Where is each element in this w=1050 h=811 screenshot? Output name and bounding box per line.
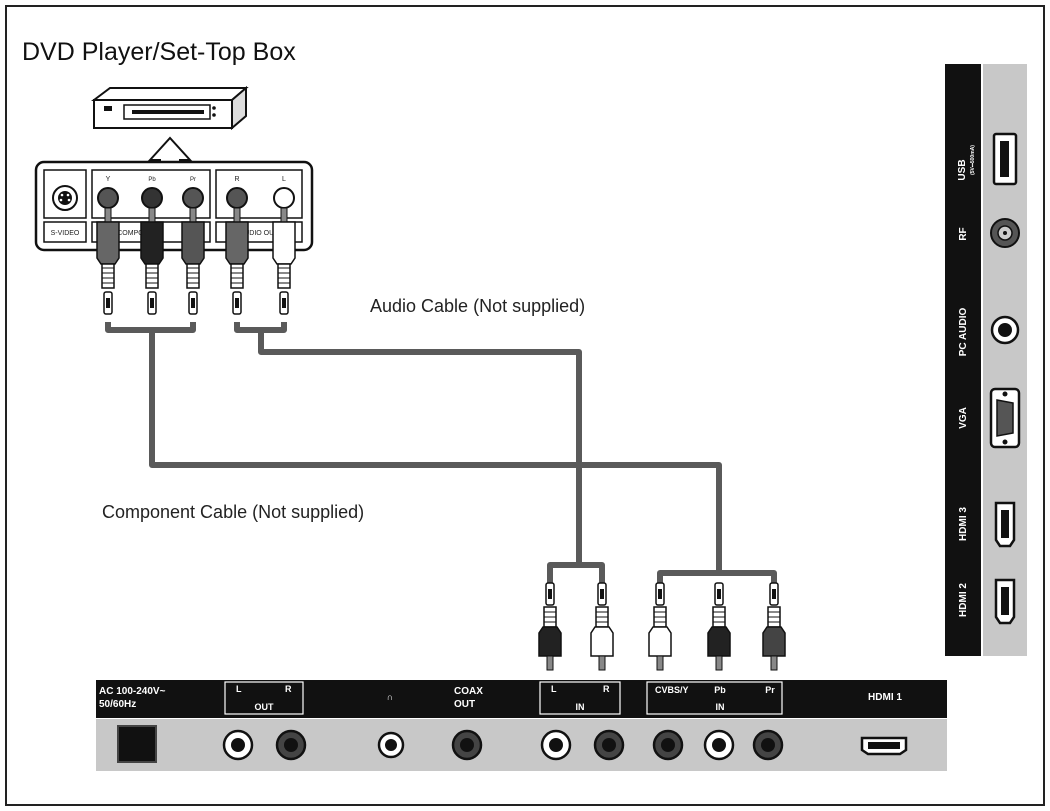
out-l-label: L (236, 684, 242, 694)
bottom-panel: AC 100-240V~ 50/60Hz L R OUT ∩ COAX OUT … (96, 680, 947, 771)
source-plugs (96, 207, 296, 315)
audio-in-l-jack-icon (540, 729, 572, 761)
pb-label: Pb (714, 685, 726, 695)
component-cable-caption: Component Cable (Not supplied) (102, 502, 365, 522)
dest-plug-pb-icon (707, 582, 731, 671)
vga-port-icon (989, 387, 1021, 449)
source-plug-y-icon (96, 207, 120, 315)
jack-label-r: R (234, 176, 239, 183)
audio-out-l-jack-icon (222, 729, 254, 761)
coax-label-1: COAX (454, 686, 483, 697)
vga-label: VGA (958, 407, 969, 429)
hdmi2-port-icon (994, 578, 1016, 625)
page-title: DVD Player/Set-Top Box (22, 38, 296, 66)
cvbs-label: CVBS/Y (655, 685, 689, 695)
jack-pb-icon (141, 187, 163, 209)
source-plug-pr-icon (181, 207, 205, 315)
coax-out-jack-icon (451, 729, 483, 761)
jack-label-pb: Pb (148, 177, 156, 183)
audio-cable-bottom-bridge (547, 562, 605, 585)
audio-cable-caption: Audio Cable (Not supplied) (370, 296, 586, 316)
component-cable (149, 330, 722, 572)
svideo-label: S-VIDEO (51, 230, 80, 237)
audio-cable (258, 330, 582, 565)
svideo-jack-icon (52, 185, 78, 211)
usb-label: USB (957, 159, 968, 180)
out-r-label: R (285, 684, 292, 694)
hdmi3-label: HDMI 3 (958, 507, 969, 541)
headphone-icon: ∩ (387, 692, 394, 702)
dest-plug-audio-l-icon (538, 582, 562, 671)
side-panel: USB (5V⎓500mA) RF PC AUDIO VGA HDMI 3 HD… (945, 64, 1027, 656)
component-cable-top-bridge (105, 322, 196, 333)
dvd-player-icon (91, 85, 249, 131)
usb-port-icon (992, 132, 1018, 186)
usb-sub-label: (5V⎓500mA) (970, 145, 976, 175)
ac-label-2: 50/60Hz (99, 699, 136, 710)
jack-label-y: Y (106, 176, 111, 183)
pb-jack-icon (703, 729, 735, 761)
hdmi2-label: HDMI 2 (958, 583, 969, 617)
cvbs-y-jack-icon (652, 729, 684, 761)
dest-plug-audio-r-icon (590, 582, 614, 671)
source-plug-l-icon (272, 207, 296, 315)
dest-plug-y-icon (648, 582, 672, 671)
in-r-label: R (603, 684, 610, 694)
audio-in-r-jack-icon (593, 729, 625, 761)
rf-port-icon (990, 218, 1020, 248)
out-label: OUT (255, 702, 275, 712)
diagram-frame (5, 5, 1045, 806)
jack-pr-icon (182, 187, 204, 209)
audio-out-r-jack-icon (275, 729, 307, 761)
source-plug-r-icon (225, 207, 249, 315)
pc-audio-label: PC AUDIO (958, 308, 969, 357)
destination-plugs (538, 582, 786, 671)
power-port-icon (117, 725, 157, 763)
in-label: IN (576, 702, 585, 712)
pr-jack-icon (752, 729, 784, 761)
source-output-panel: S-VIDEO COMPONENT AUDIO OUT Y Pb Pr R L (34, 160, 314, 252)
jack-y-icon (97, 187, 119, 209)
dest-plug-pr-icon (762, 582, 786, 671)
audio-cable-top-bridge (234, 322, 287, 333)
jack-l-icon (273, 187, 295, 209)
jack-label-l: L (282, 176, 286, 183)
jack-label-pr: Pr (190, 177, 196, 183)
source-plug-pb-icon (140, 207, 164, 315)
in2-label: IN (716, 702, 725, 712)
pc-audio-port-icon (990, 315, 1020, 345)
headphone-jack-icon (377, 731, 405, 759)
rf-label: RF (958, 227, 969, 240)
jack-r-icon (226, 187, 248, 209)
hdmi3-port-icon (994, 501, 1016, 548)
ac-label-1: AC 100-240V~ (99, 686, 166, 697)
cables (105, 322, 777, 585)
audio-out-label: AUDIO OUT (240, 230, 280, 237)
hdmi1-label: HDMI 1 (868, 692, 902, 703)
pr-label: Pr (765, 685, 775, 695)
coax-label-2: OUT (454, 699, 475, 710)
hdmi1-port-icon (860, 736, 908, 756)
component-cable-bottom-bridge (657, 570, 777, 585)
in-l-label: L (551, 684, 557, 694)
